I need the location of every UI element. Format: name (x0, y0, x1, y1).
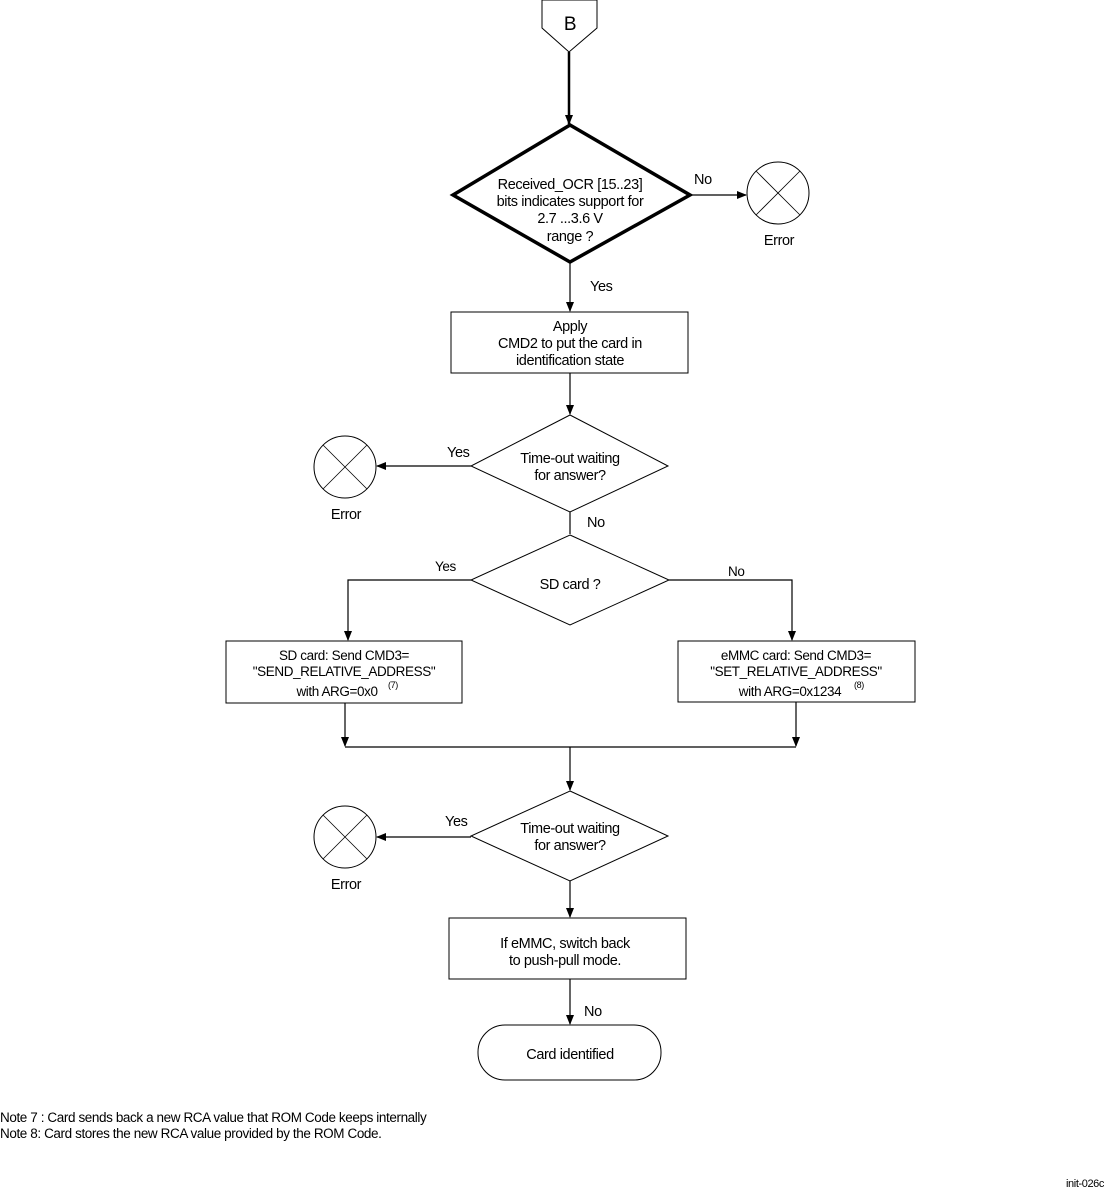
box-text: eMMC card: Send CMD3= (721, 648, 872, 663)
decision-text: range ? (547, 229, 594, 245)
error-icon (313, 805, 377, 869)
no-label: No (728, 564, 744, 579)
yes-label: Yes (590, 279, 613, 295)
connector-label: B (564, 14, 576, 35)
no-label: No (694, 172, 712, 188)
note-7: Note 7 : Card sends back a new RCA value… (0, 1110, 427, 1125)
terminal-text: Card identified (526, 1047, 614, 1063)
cmd2-process-box: Apply CMD2 to put the card in identifica… (450, 311, 689, 374)
no-label: No (587, 515, 605, 531)
decision-text: Received_OCR [15..23] (498, 177, 643, 193)
yes-label: Yes (447, 445, 470, 461)
box-text: with ARG=0x0 (295, 684, 377, 699)
emmc-cmd3-box: eMMC card: Send CMD3= "SET_RELATIVE_ADDR… (677, 640, 916, 703)
terminal-card-identified: Card identified (477, 1024, 662, 1081)
arrow (669, 579, 796, 641)
error-label: Error (331, 507, 362, 523)
decision-text: for answer? (534, 468, 606, 484)
push-pull-box: If eMMC, switch back to push-pull mode. (448, 917, 687, 980)
error-icon (746, 161, 810, 225)
yes-label: Yes (435, 559, 456, 574)
box-text: "SET_RELATIVE_ADDRESS" (710, 664, 882, 679)
decision-timeout-2: Time-out waiting for answer? (469, 790, 670, 882)
note-8: Note 8: Card stores the new RCA value pr… (0, 1126, 382, 1141)
connector-b: B (541, 0, 598, 53)
error-label: Error (331, 877, 362, 893)
box-text: CMD2 to put the card in (498, 336, 642, 352)
error-label: Error (764, 233, 795, 249)
arrow (344, 579, 471, 641)
box-text: identification state (516, 353, 624, 369)
yes-label: Yes (445, 814, 468, 830)
error-icon (313, 435, 377, 499)
decision-timeout-1: Time-out waiting for answer? (469, 414, 670, 513)
decision-text: 2.7 ...3.6 V (537, 211, 603, 227)
figure-id: init-026c (1066, 1178, 1105, 1189)
decision-text: SD card ? (540, 577, 601, 593)
note-ref: (7) (388, 680, 398, 690)
box-text: with ARG=0x1234 (738, 684, 842, 699)
decision-text: for answer? (534, 838, 606, 854)
box-text: If eMMC, switch back (500, 936, 631, 952)
note-ref: (8) (854, 680, 864, 690)
decision-text: Time-out waiting (520, 451, 620, 467)
box-text: SD card: Send CMD3= (279, 648, 410, 663)
decision-text: Time-out waiting (520, 821, 620, 837)
decision-voltage-range: Received_OCR [15..23] bits indicates sup… (449, 122, 694, 265)
box-text: "SEND_RELATIVE_ADDRESS" (253, 664, 436, 679)
no-label: No (584, 1004, 602, 1020)
box-text: to push-pull mode. (509, 953, 621, 969)
box-text: Apply (553, 319, 588, 335)
sd-cmd3-box: SD card: Send CMD3= "SEND_RELATIVE_ADDRE… (225, 640, 463, 704)
decision-text: bits indicates support for (497, 194, 644, 210)
decision-sd-card: SD card ? (469, 534, 671, 626)
